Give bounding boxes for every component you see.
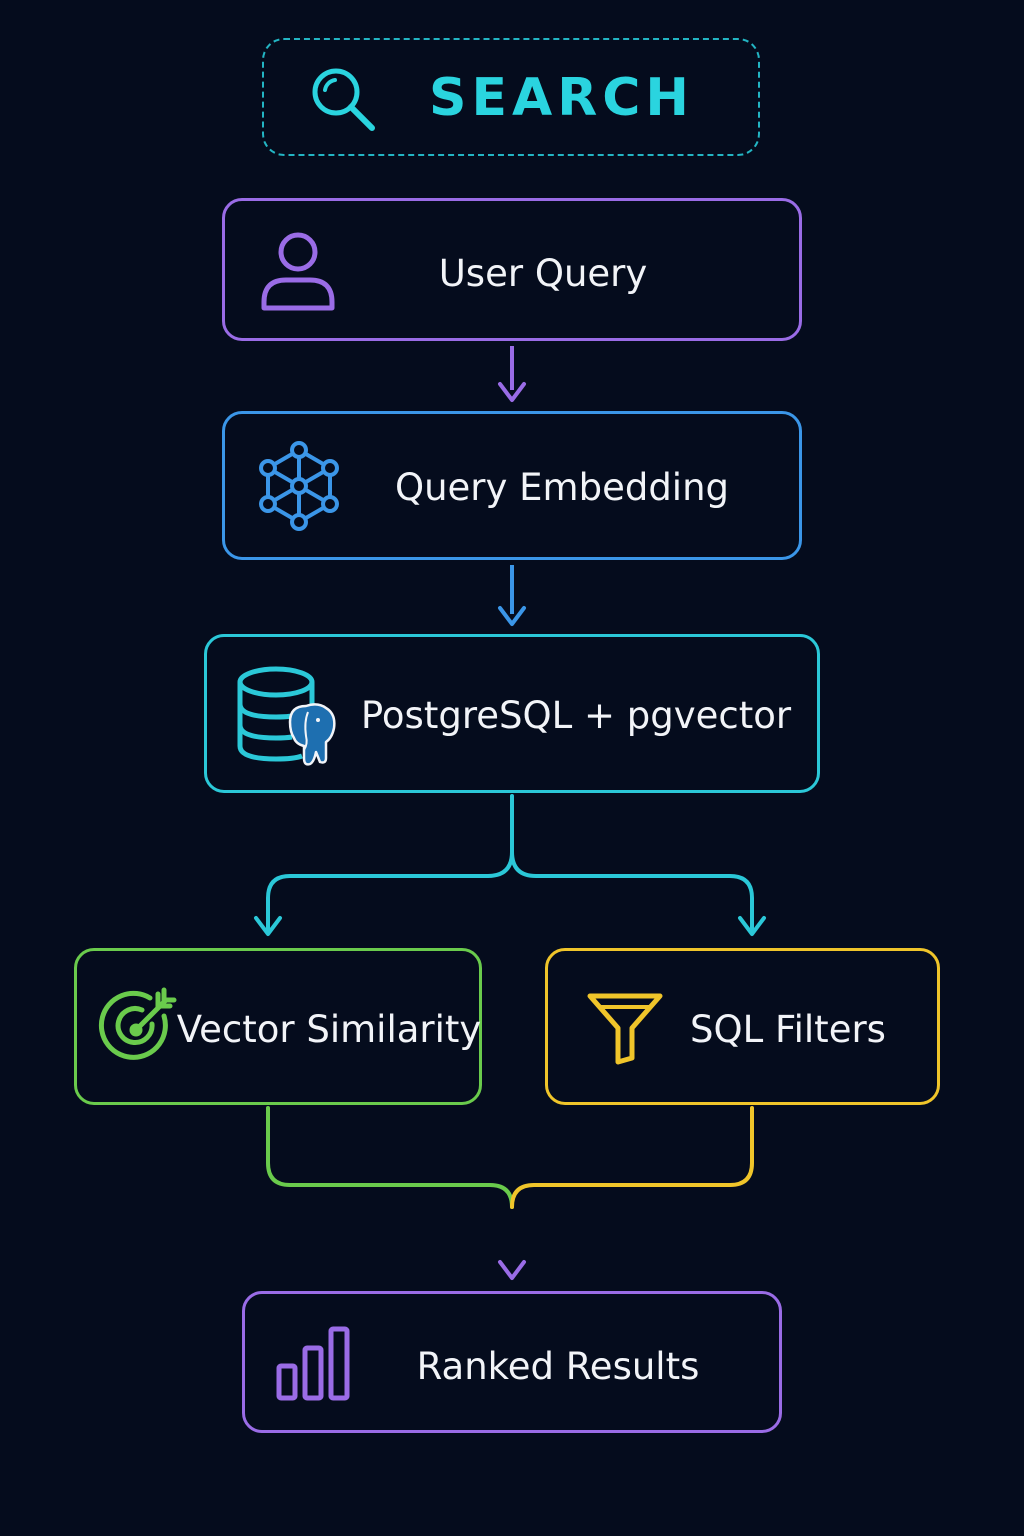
sql-filters-box [545,948,940,1105]
ranked-results-label: Ranked Results [416,1345,700,1388]
search-title: SEARCH [429,68,694,128]
target-icon [98,987,177,1060]
query-embedding-label: Query Embedding [394,466,730,509]
arrow-user-to-embedding [498,346,526,402]
sql-filters-label: SQL Filters [690,1008,886,1051]
network-icon [259,441,339,531]
arrow-merge-to-results [266,1106,754,1280]
filter-icon [587,993,663,1065]
user-icon [261,232,335,311]
user-query-label: User Query [438,252,648,295]
query-embedding-box [222,411,802,560]
search-header-box [262,38,760,156]
vector-similarity-label: Vector Similarity [176,1008,482,1051]
arrow-embedding-to-postgres [498,565,526,626]
elephant-icon [288,703,336,766]
arrow-postgres-split [254,794,766,936]
postgres-label: PostgreSQL + pgvector [360,694,792,737]
bar-chart-icon [276,1326,350,1401]
user-query-box [222,198,802,341]
database-elephant-icon [237,666,336,766]
search-icon [312,68,375,131]
